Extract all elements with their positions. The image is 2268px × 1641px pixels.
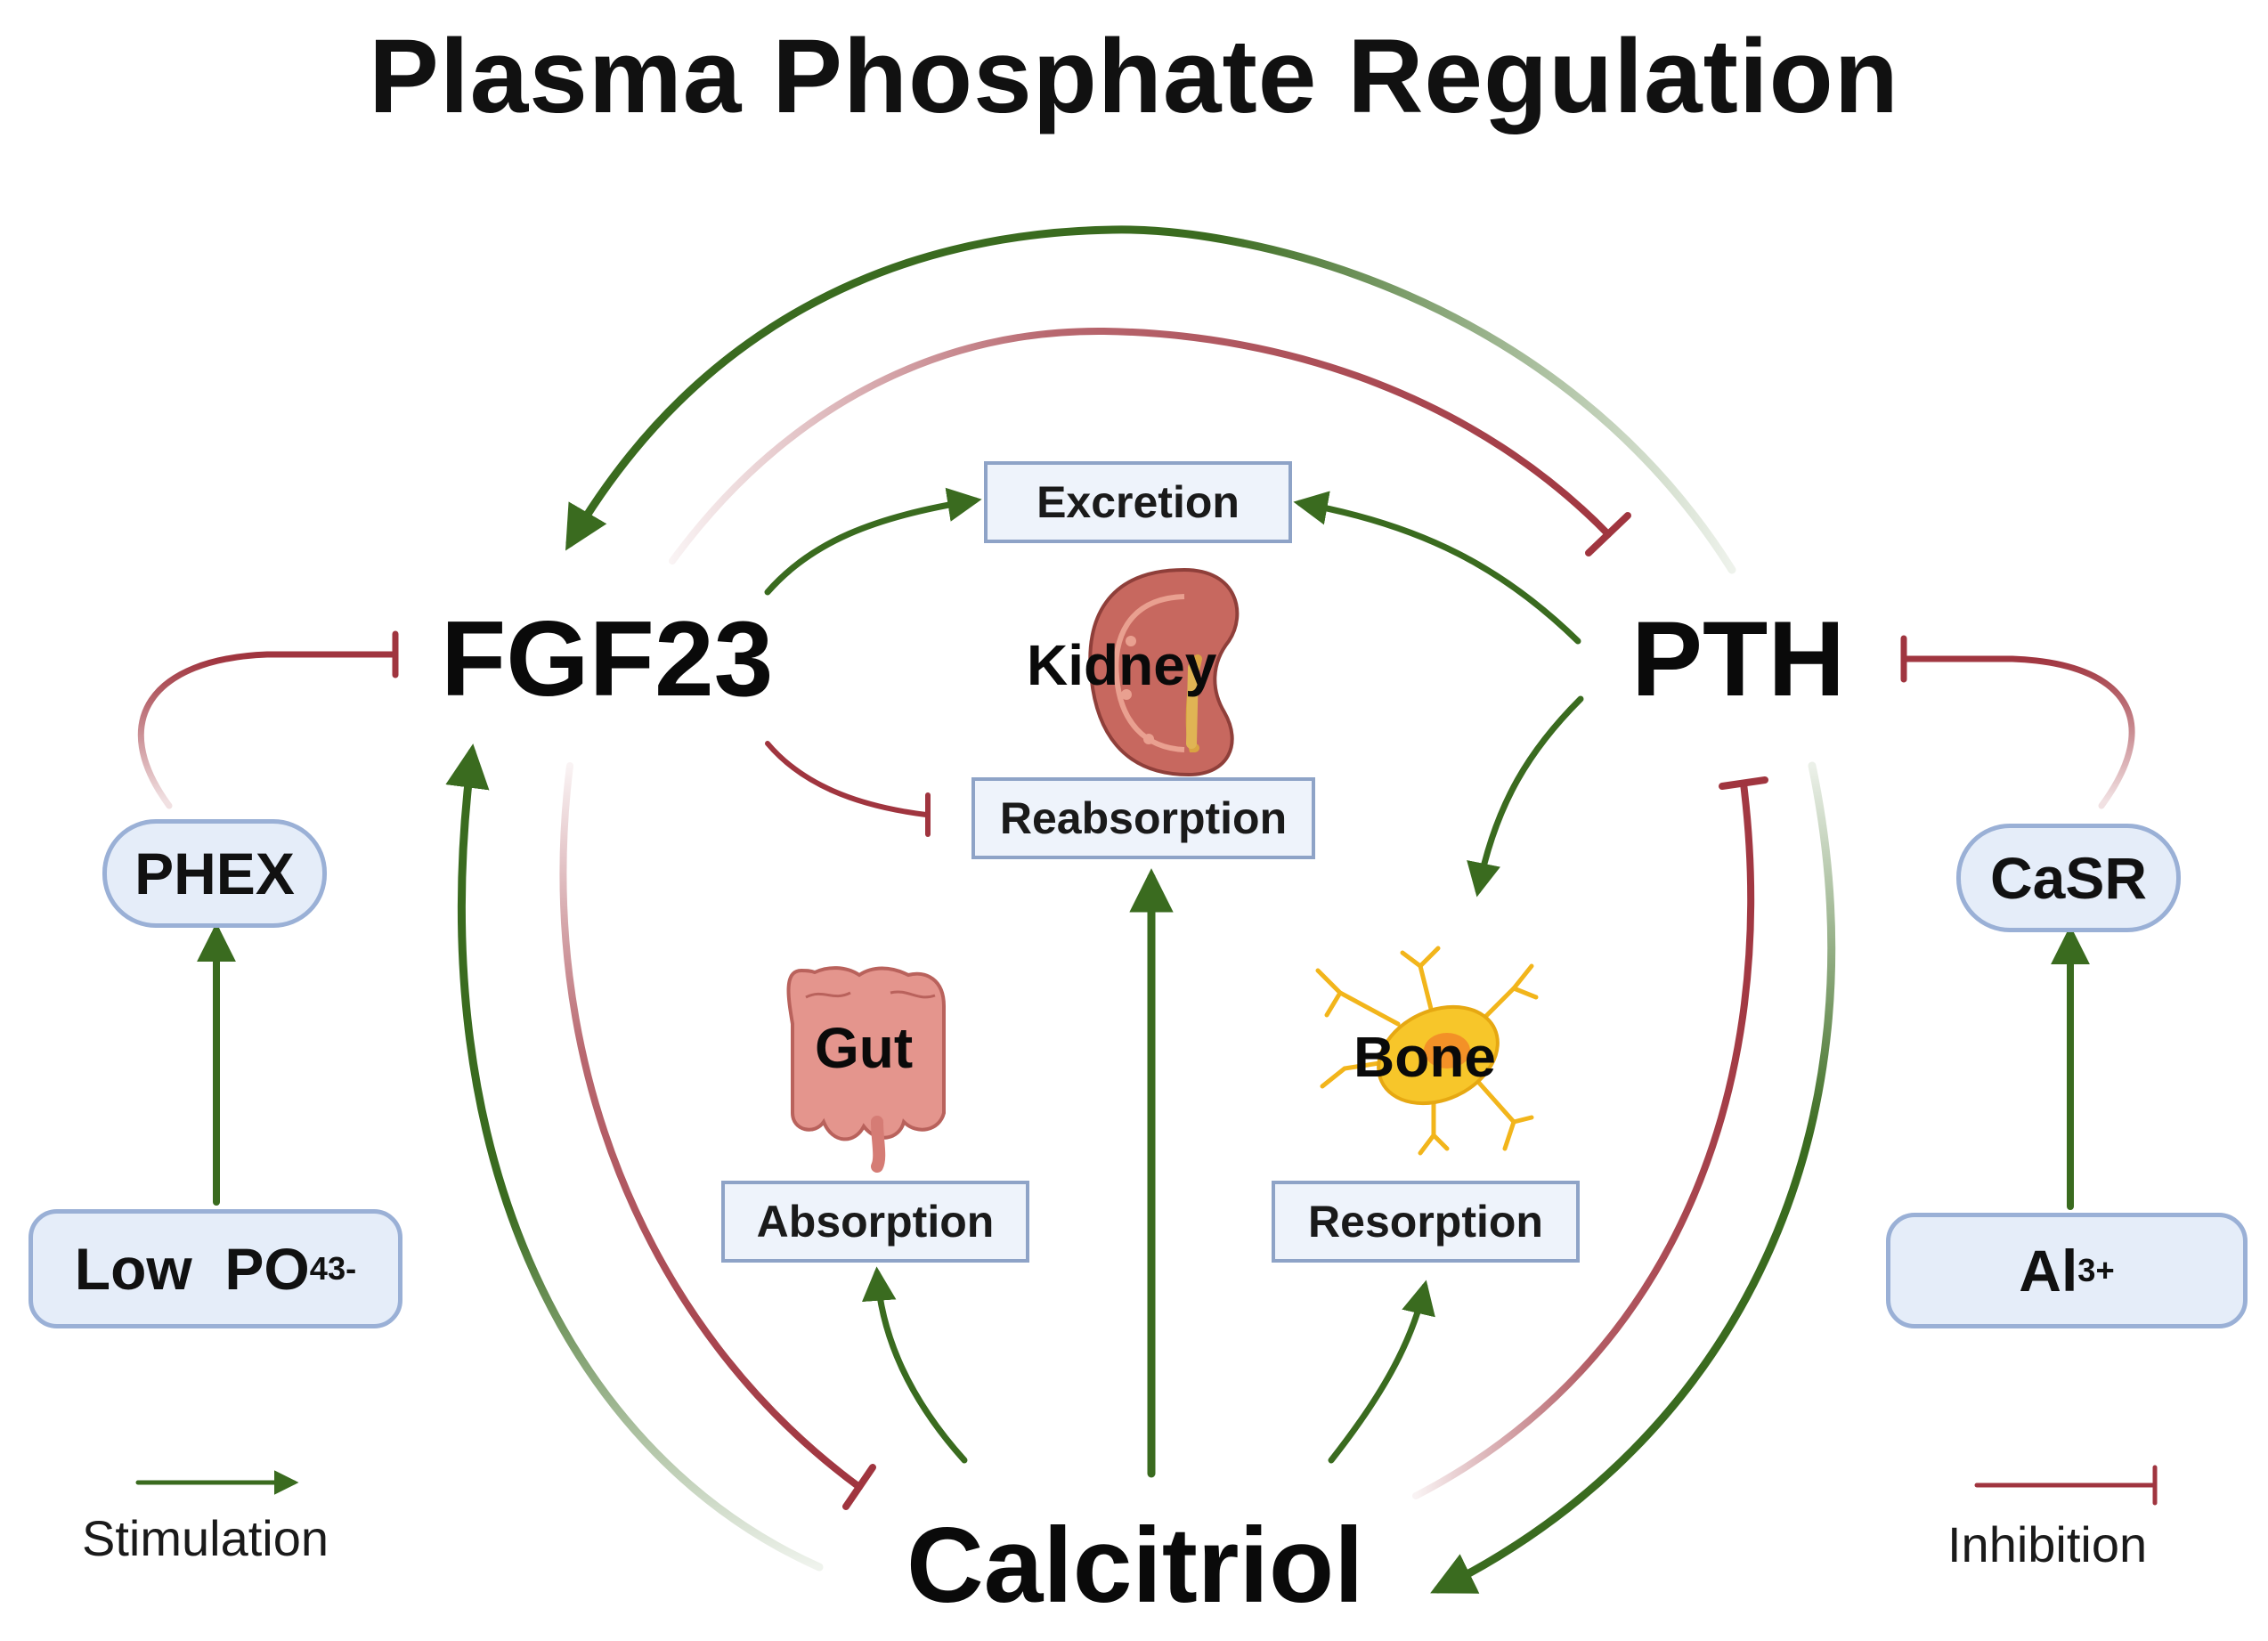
- calcitriol-to-absorption-arrow: [862, 1266, 968, 1464]
- calcitriol-inhibits-pth-line: [1412, 780, 1755, 1499]
- absorption-box: Absorption: [721, 1181, 1029, 1263]
- diagram-title: Plasma Phosphate Regulation: [369, 18, 1899, 135]
- gut-icon: [786, 966, 946, 1173]
- gut-label: Gut: [815, 1016, 914, 1080]
- kidney-icon: [1088, 567, 1240, 777]
- legend-inhibition-label: Inhibition: [1947, 1516, 2148, 1572]
- casr-inhibits-pth-line: [1902, 655, 2135, 809]
- calcitriol-inhibits-pth-bar: [1719, 776, 1768, 790]
- bone-cell-icon: [1315, 946, 1539, 1156]
- calcitriol-label: Calcitriol: [906, 1506, 1364, 1625]
- low-phosphate-text: Low PO: [74, 1236, 310, 1302]
- fgf23-inhibits-calcitriol-bar: [842, 1464, 876, 1510]
- fgf23-inhibits-pth-line: [669, 327, 1612, 565]
- phex-inhibits-fgf23-line: [137, 651, 397, 809]
- pth-to-calcitriol-arrow: [1430, 761, 1836, 1594]
- excretion-box: Excretion: [984, 461, 1292, 543]
- fgf23-inhibits-calcitriol-line: [559, 762, 863, 1491]
- reabsorption-box: Reabsorption: [971, 777, 1315, 859]
- calcitriol-to-fgf23-arrow: [445, 743, 824, 1572]
- pth-label: PTH: [1631, 599, 1845, 719]
- resorption-box: Resorption: [1272, 1181, 1580, 1263]
- pth-to-fgf23-arrow: [565, 225, 1736, 574]
- fgf23-inhibits-reabsorption-line: [765, 741, 929, 817]
- fgf23-inhibits-pth-bar: [1585, 512, 1631, 556]
- fgf23-label: FGF23: [441, 599, 774, 719]
- bone-label: Bone: [1353, 1025, 1496, 1089]
- phex-box: PHEX: [102, 819, 327, 928]
- kidney-label: Kidney: [1027, 633, 1217, 697]
- aluminium-text: Al: [2019, 1238, 2078, 1304]
- legend-stimulation-label: Stimulation: [82, 1510, 329, 1566]
- pth-to-excretion-arrow: [1293, 491, 1581, 645]
- calcitriol-to-resorption-arrow: [1328, 1279, 1435, 1464]
- pth-to-bone-arrow: [1467, 695, 1584, 898]
- fgf23-to-excretion-arrow: [764, 487, 982, 596]
- casr-box: CaSR: [1956, 824, 2181, 932]
